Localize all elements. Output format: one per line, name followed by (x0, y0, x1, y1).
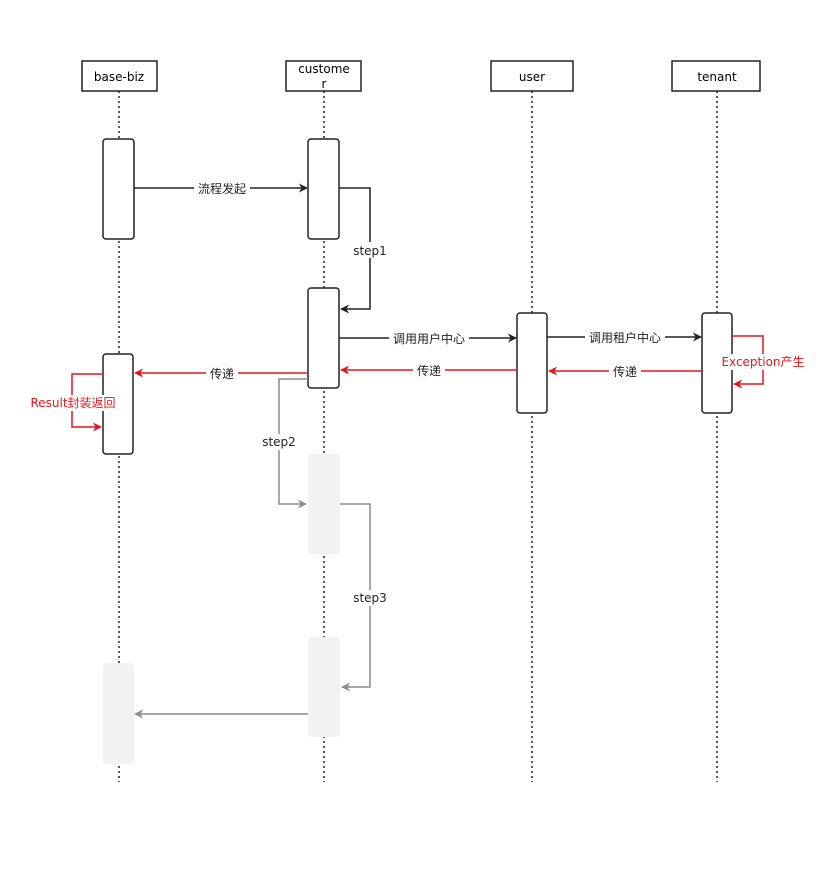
label-backgrounds (27, 181, 808, 606)
activation-base-biz-1 (102, 138, 135, 240)
label-step3: step3 (353, 591, 387, 605)
participant-customer-label-line2: r (322, 77, 327, 91)
activation-customer-step3 (308, 637, 340, 737)
label-call-tenant-center: 调用租户中心 (589, 330, 661, 345)
label-step2: step2 (262, 435, 296, 449)
participant-base-biz: base-biz (81, 60, 158, 92)
participant-customer-label-line1: custome (298, 62, 350, 76)
label-exception: Exception产生 (721, 355, 804, 369)
activation-customer-2 (307, 287, 340, 389)
participant-customer: custome r (285, 60, 362, 92)
activation-customer-1 (307, 138, 340, 240)
participant-tenant-label: tenant (697, 70, 737, 84)
faded-activations (103, 454, 340, 764)
activations (102, 138, 733, 455)
activation-user-1 (516, 312, 548, 414)
participant-tenant: tenant (671, 60, 761, 92)
activation-base-biz-final (103, 663, 134, 764)
label-result-wrap: Result封装返回 (30, 396, 115, 410)
participant-base-biz-label: base-biz (94, 70, 144, 84)
message-labels: 流程发起 step1 调用用户中心 调用租户中心 传递 传递 传递 Except… (30, 181, 804, 605)
label-call-user-center: 调用用户中心 (393, 331, 465, 346)
label-pass-to-customer: 传递 (417, 363, 441, 378)
participant-user-label: user (519, 70, 545, 84)
label-initiate: 流程发起 (198, 181, 246, 196)
label-pass-to-user: 传递 (613, 364, 637, 379)
participant-user: user (490, 60, 574, 92)
black-messages (134, 183, 702, 343)
activation-customer-step2 (308, 454, 340, 554)
label-step1: step1 (353, 244, 387, 258)
red-messages (71, 335, 764, 432)
label-pass-to-base: 传递 (210, 366, 234, 381)
